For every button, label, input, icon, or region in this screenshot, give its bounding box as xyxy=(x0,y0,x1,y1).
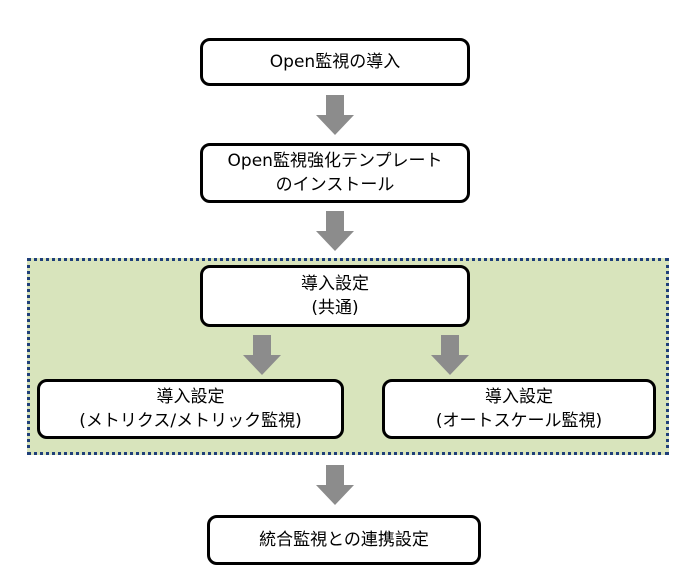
node-label-line2: (オートスケール監視) xyxy=(435,411,603,431)
node-label: Open監視の導入 xyxy=(269,52,401,72)
node-label-line2: (メトリクス/メトリック監視) xyxy=(79,411,302,431)
node-label-line1: 導入設定 xyxy=(301,274,369,294)
flow-arrow-down-icon xyxy=(431,335,469,375)
node-label-line2: のインストール xyxy=(275,175,395,195)
node-label: 統合監視との連携設定 xyxy=(259,530,429,550)
node-common-settings: 導入設定 (共通) xyxy=(200,265,470,327)
flow-arrow-down-icon xyxy=(316,465,354,505)
node-open-monitoring-intro: Open監視の導入 xyxy=(200,38,470,86)
flow-arrow-down-icon xyxy=(316,211,354,251)
node-label-line2: (共通) xyxy=(311,298,359,318)
node-label-line1: Open監視強化テンプレート xyxy=(227,151,443,171)
node-autoscale-settings: 導入設定 (オートスケール監視) xyxy=(382,379,656,439)
node-metrics-settings: 導入設定 (メトリクス/メトリック監視) xyxy=(37,379,344,439)
node-label-line1: 導入設定 xyxy=(485,387,553,407)
node-template-install: Open監視強化テンプレート のインストール xyxy=(200,143,470,203)
node-integrated-monitoring-link: 統合監視との連携設定 xyxy=(207,515,481,565)
flow-arrow-down-icon xyxy=(316,95,354,135)
node-label-line1: 導入設定 xyxy=(156,387,225,407)
flow-arrow-down-icon xyxy=(243,335,281,375)
